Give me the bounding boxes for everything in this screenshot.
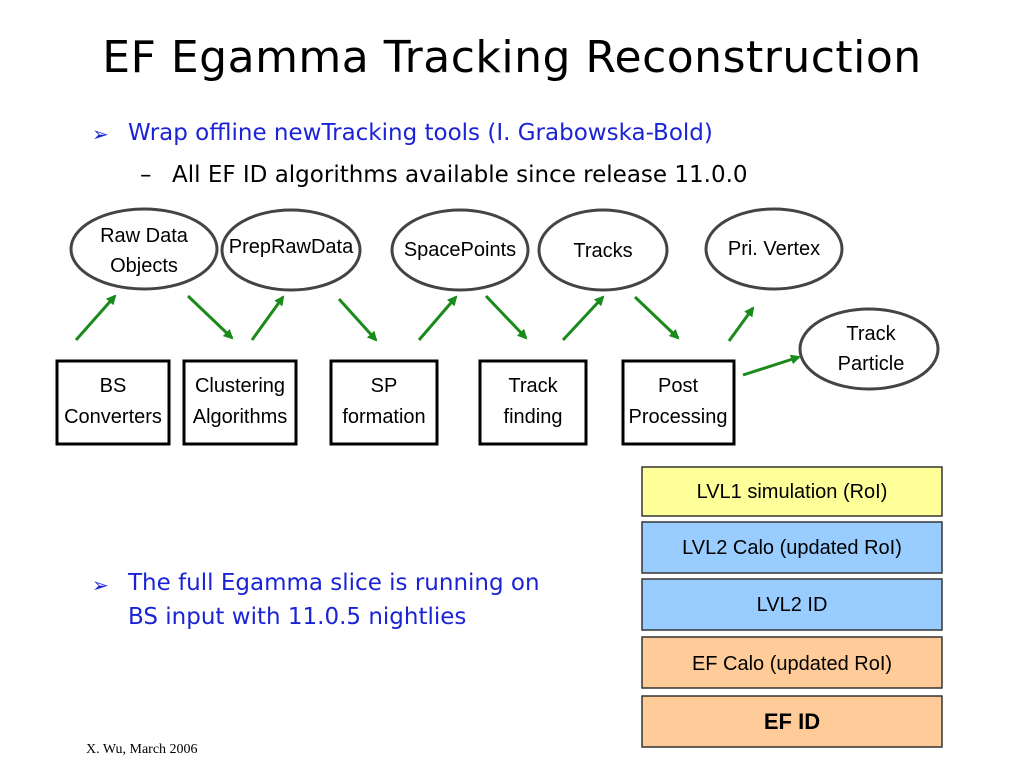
data-node-label: Raw Data xyxy=(100,225,189,247)
footer-author: X. Wu, March 2006 xyxy=(86,742,198,757)
data-node-label: Objects xyxy=(110,255,178,277)
flow-arrow xyxy=(484,294,528,340)
stack-item-label: LVL2 ID xyxy=(757,594,828,616)
trigger-stack: LVL1 simulation (RoI) LVL2 Calo (updated… xyxy=(641,466,943,748)
flow-arrow xyxy=(633,295,680,340)
data-node-label: PrepRawData xyxy=(229,236,354,258)
data-node-pri-vertex: Pri. Vertex xyxy=(704,207,844,291)
bullet-2-line-1: The full Egamma slice is running on xyxy=(128,570,540,596)
process-node-bs-converters: BS Converters xyxy=(55,359,171,446)
flow-arrow xyxy=(186,294,234,340)
flow-arrow xyxy=(417,295,458,341)
process-node-label: finding xyxy=(504,406,563,428)
process-node-label: Post xyxy=(658,375,698,397)
stack-item-label: LVL2 Calo (updated RoI) xyxy=(682,537,902,559)
process-node-label: formation xyxy=(342,406,425,428)
data-node-label: SpacePoints xyxy=(404,239,516,261)
data-node-label: Pri. Vertex xyxy=(728,238,820,260)
flow-arrow xyxy=(742,354,801,377)
stack-item-ef-calo: EF Calo (updated RoI) xyxy=(641,636,943,689)
flow-arrow xyxy=(337,297,378,342)
stack-item-ef-id: EF ID xyxy=(641,695,943,748)
data-node-spacepoints: SpacePoints xyxy=(390,208,530,292)
process-node-track-finding: Track finding xyxy=(478,359,588,446)
flow-arrow xyxy=(250,295,285,341)
slide-title: EF Egamma Tracking Reconstruction xyxy=(102,32,922,83)
flow-arrow xyxy=(561,295,605,342)
data-node-raw-data-objects: Raw Data Objects xyxy=(69,207,219,291)
flow-arrow xyxy=(74,294,117,341)
data-node-preprawdata: PrepRawData xyxy=(220,208,362,292)
process-node-label: SP xyxy=(371,375,398,397)
data-node-track-particle: Track Particle xyxy=(798,307,940,391)
process-node-sp-formation: SP formation xyxy=(329,359,439,446)
data-node-label: Track xyxy=(846,323,896,345)
bullet-1-text: Wrap offline newTracking tools (I. Grabo… xyxy=(128,120,713,146)
stack-item-label: LVL1 simulation (RoI) xyxy=(697,481,888,503)
process-node-label: Processing xyxy=(629,406,728,428)
stack-item-lvl2-calo: LVL2 Calo (updated RoI) xyxy=(641,521,943,574)
data-node-label: Tracks xyxy=(573,240,632,262)
stack-item-lvl1-simulation: LVL1 simulation (RoI) xyxy=(641,466,943,517)
process-node-label: Algorithms xyxy=(193,406,287,428)
process-node-post-processing: Post Processing xyxy=(621,359,736,446)
process-node-label: BS xyxy=(100,375,127,397)
bullet-2: ➢ The full Egamma slice is running on BS… xyxy=(92,566,540,634)
data-node-label: Particle xyxy=(838,353,905,375)
arrow-bullet-icon: ➢ xyxy=(92,573,109,597)
stack-item-lvl2-id: LVL2 ID xyxy=(641,578,943,631)
stack-item-label: EF ID xyxy=(764,709,820,734)
process-node-clustering-algorithms: Clustering Algorithms xyxy=(182,359,298,446)
sub-bullet-1: – All EF ID algorithms available since r… xyxy=(140,162,748,188)
stack-item-label: EF Calo (updated RoI) xyxy=(692,653,892,675)
sub-bullet-1-text: All EF ID algorithms available since rel… xyxy=(172,162,748,188)
dash-bullet-icon: – xyxy=(140,162,152,188)
arrow-bullet-icon: ➢ xyxy=(92,122,109,146)
bullet-2-line-2: BS input with 11.0.5 nightlies xyxy=(128,604,467,630)
flow-arrow xyxy=(727,306,755,342)
process-node-label: Converters xyxy=(64,406,162,428)
process-node-label: Track xyxy=(508,375,558,397)
process-node-label: Clustering xyxy=(195,375,285,397)
bullet-1: ➢ Wrap offline newTracking tools (I. Gra… xyxy=(92,120,713,146)
data-node-tracks: Tracks xyxy=(537,208,669,292)
